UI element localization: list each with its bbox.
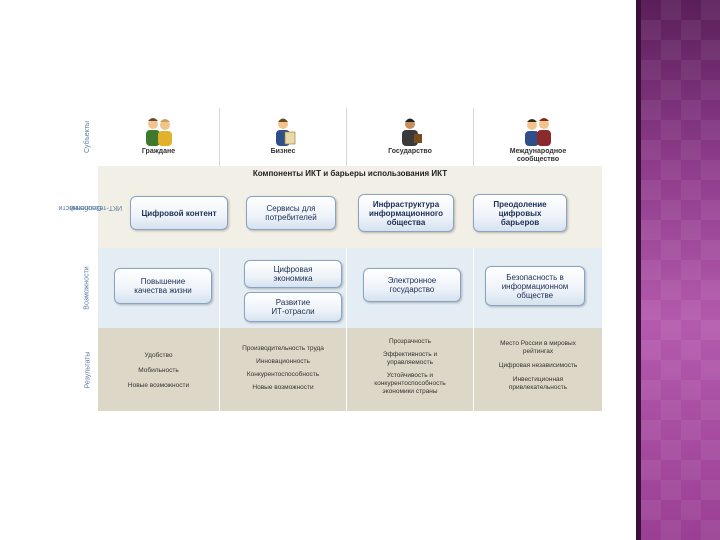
row-label-subjects: Субъекты — [84, 120, 91, 154]
business-icon — [276, 118, 296, 146]
government-icon — [402, 118, 422, 146]
result-item: Новые возможности — [127, 382, 190, 389]
result-item: привлекательность — [508, 384, 568, 391]
subject-business: Бизнес — [220, 108, 346, 166]
result-item: Цифровая независимость — [498, 362, 578, 369]
result-item: Место России в мировых — [500, 340, 576, 347]
box-digital-content: Цифровой контент — [130, 196, 228, 230]
result-item: Инвестиционная — [512, 376, 564, 383]
subject-label: Граждане — [141, 148, 176, 155]
result-item: рейтингах — [522, 348, 554, 355]
result-item: Прозрачность — [388, 338, 432, 345]
decorative-pattern — [641, 0, 720, 540]
result-item: Новые возможности — [252, 384, 314, 391]
results-government: Прозрачность Эффективность и управляемос… — [347, 338, 473, 396]
decorative-side-band — [641, 0, 720, 540]
subject-label: Государство — [388, 148, 432, 155]
result-item: Эффективность и — [382, 351, 438, 358]
result-item: конкурентоспособность — [374, 380, 446, 387]
result-item: Инновационность — [256, 358, 310, 365]
column-divider — [219, 248, 220, 411]
result-item: Конкурентоспособность — [246, 371, 320, 378]
results-citizens: Удобство Мобильность Новые возможности — [98, 348, 219, 393]
result-item: управляемость — [387, 359, 433, 366]
citizens-icon — [145, 118, 172, 146]
column-divider — [346, 108, 347, 166]
subject-government: Государство — [347, 108, 473, 166]
row-label-opportunities: Возможности — [84, 266, 92, 310]
features-title: Компоненты ИКТ и барьеры использования И… — [252, 169, 448, 178]
column-divider — [219, 108, 220, 166]
decorative-edge — [636, 0, 641, 540]
results-international: Место России в мировых рейтингах Цифрова… — [474, 340, 602, 392]
column-divider — [473, 108, 474, 166]
subjects-band — [98, 108, 602, 166]
result-item: экономики страны — [382, 388, 438, 395]
result-item: Удобство — [144, 352, 173, 359]
result-item: Мобильность — [138, 367, 179, 374]
results-business: Производительность труда Инновационность… — [220, 342, 346, 394]
column-divider — [473, 248, 474, 411]
column-divider — [346, 248, 347, 411]
subject-citizens: Граждане — [98, 108, 219, 166]
international-icon — [525, 118, 551, 146]
results-band — [98, 328, 602, 411]
result-item: Производительность труда — [242, 345, 324, 352]
subject-label: Бизнес — [270, 148, 296, 155]
result-item: Устойчивость и — [386, 372, 434, 379]
row-label-results: Результаты — [84, 351, 91, 388]
